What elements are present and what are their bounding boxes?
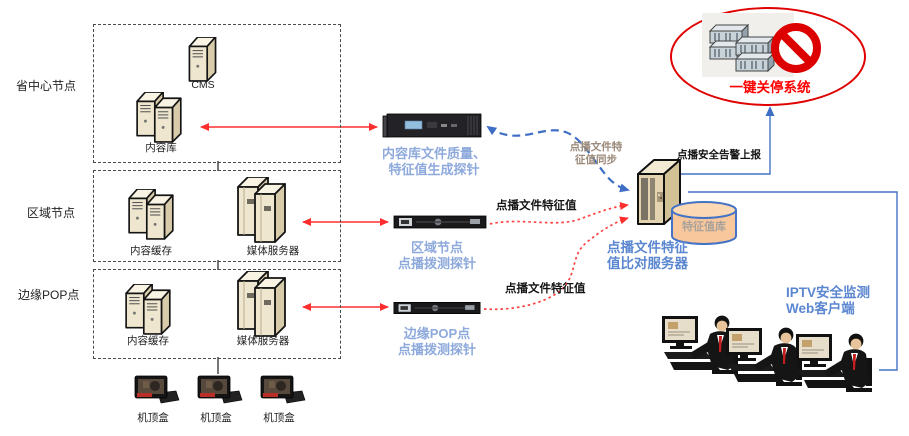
zone-label-region: 区域节点 [27, 206, 76, 220]
region-probe-label-line1: 区域节点 [410, 240, 463, 255]
edge-probe-label-line1: 边缘POP点 [403, 326, 471, 341]
feature-db-icon [671, 201, 737, 245]
compare-server-label-line2: 值比对服务器 [607, 256, 688, 272]
stb-icon-3 [260, 375, 306, 404]
quality-probe-label: 内容库文件质量、 特征值生成探针 [378, 146, 490, 179]
alert-connector [676, 106, 775, 175]
region-cache-caption: 内容缓存 [130, 245, 172, 257]
quality-probe-icon [382, 113, 482, 138]
shutdown-system-label: 一键关停系统 [729, 80, 811, 95]
alert-report-label: 点播安全告警上报 [677, 149, 761, 161]
region-probe-label-line2: 点播拨测探针 [397, 256, 476, 272]
sync-flow-label-line1: 点播文件特 [569, 141, 623, 153]
edge-cache-icon [125, 284, 171, 335]
quality-probe-label-line1: 内容库文件质量、 [381, 146, 486, 161]
web-client-label-line2: Web客户端 [786, 301, 855, 317]
feature-value-label-edge: 点播文件特征值 [505, 283, 586, 295]
compare-server-label-line1: 点播文件特征 [607, 240, 688, 255]
edge-media-server-icon [237, 271, 286, 337]
edge-probe-label-line2: 点播拨测探针 [397, 342, 476, 358]
region-cache-icon [128, 189, 174, 240]
content-library-caption: 内容库 [145, 142, 177, 154]
feature-curve-region [489, 202, 629, 225]
compare-server-label: 点播文件特征 值比对服务器 [607, 240, 688, 273]
edge-probe-label: 边缘POP点 点播拨测探针 [387, 326, 487, 359]
sync-flow-label: 点播文件特 征值同步 [558, 141, 634, 166]
web-client-label-line1: IPTV安全监测 [786, 285, 871, 300]
region-probe-label: 区域节点 点播拨测探针 [387, 240, 487, 273]
shutdown-system-ellipse [670, 7, 866, 106]
cms-caption: CMS [191, 79, 215, 91]
zone-box-province [93, 24, 341, 163]
zone-label-edge: 边缘POP点 [18, 288, 80, 302]
feature-db-label: 特征值库 [682, 221, 726, 233]
quality-probe-label-line2: 特征值生成探针 [388, 162, 480, 178]
stb-icon-1 [134, 375, 180, 404]
content-library-icon [136, 92, 182, 143]
edge-media-server-caption: 媒体服务器 [236, 335, 290, 347]
region-media-server-icon [237, 177, 286, 243]
feature-value-label-region: 点播文件特征值 [496, 200, 577, 212]
stb-caption-3: 机顶盒 [263, 412, 295, 424]
edge-cache-caption: 内容缓存 [127, 335, 169, 347]
web-client-label: IPTV安全监测 Web客户端 [786, 285, 870, 318]
region-media-server-caption: 媒体服务器 [246, 245, 300, 257]
stb-caption-2: 机顶盒 [200, 412, 232, 424]
sync-curve [486, 125, 630, 193]
edge-probe-icon [393, 301, 481, 315]
prohibition-icon [771, 23, 821, 73]
stb-icon-2 [197, 375, 243, 404]
zone-box-region [93, 170, 341, 262]
webclient-connector [688, 191, 898, 371]
web-client-operators-image [661, 315, 873, 393]
zone-box-edge [93, 269, 341, 359]
cms-server-icon [188, 37, 217, 82]
sync-flow-label-line2: 征值同步 [575, 153, 617, 166]
zone-label-province: 省中心节点 [16, 79, 77, 93]
feature-curve-edge [483, 216, 629, 311]
stb-caption-1: 机顶盒 [137, 412, 169, 424]
region-probe-icon [393, 215, 487, 229]
